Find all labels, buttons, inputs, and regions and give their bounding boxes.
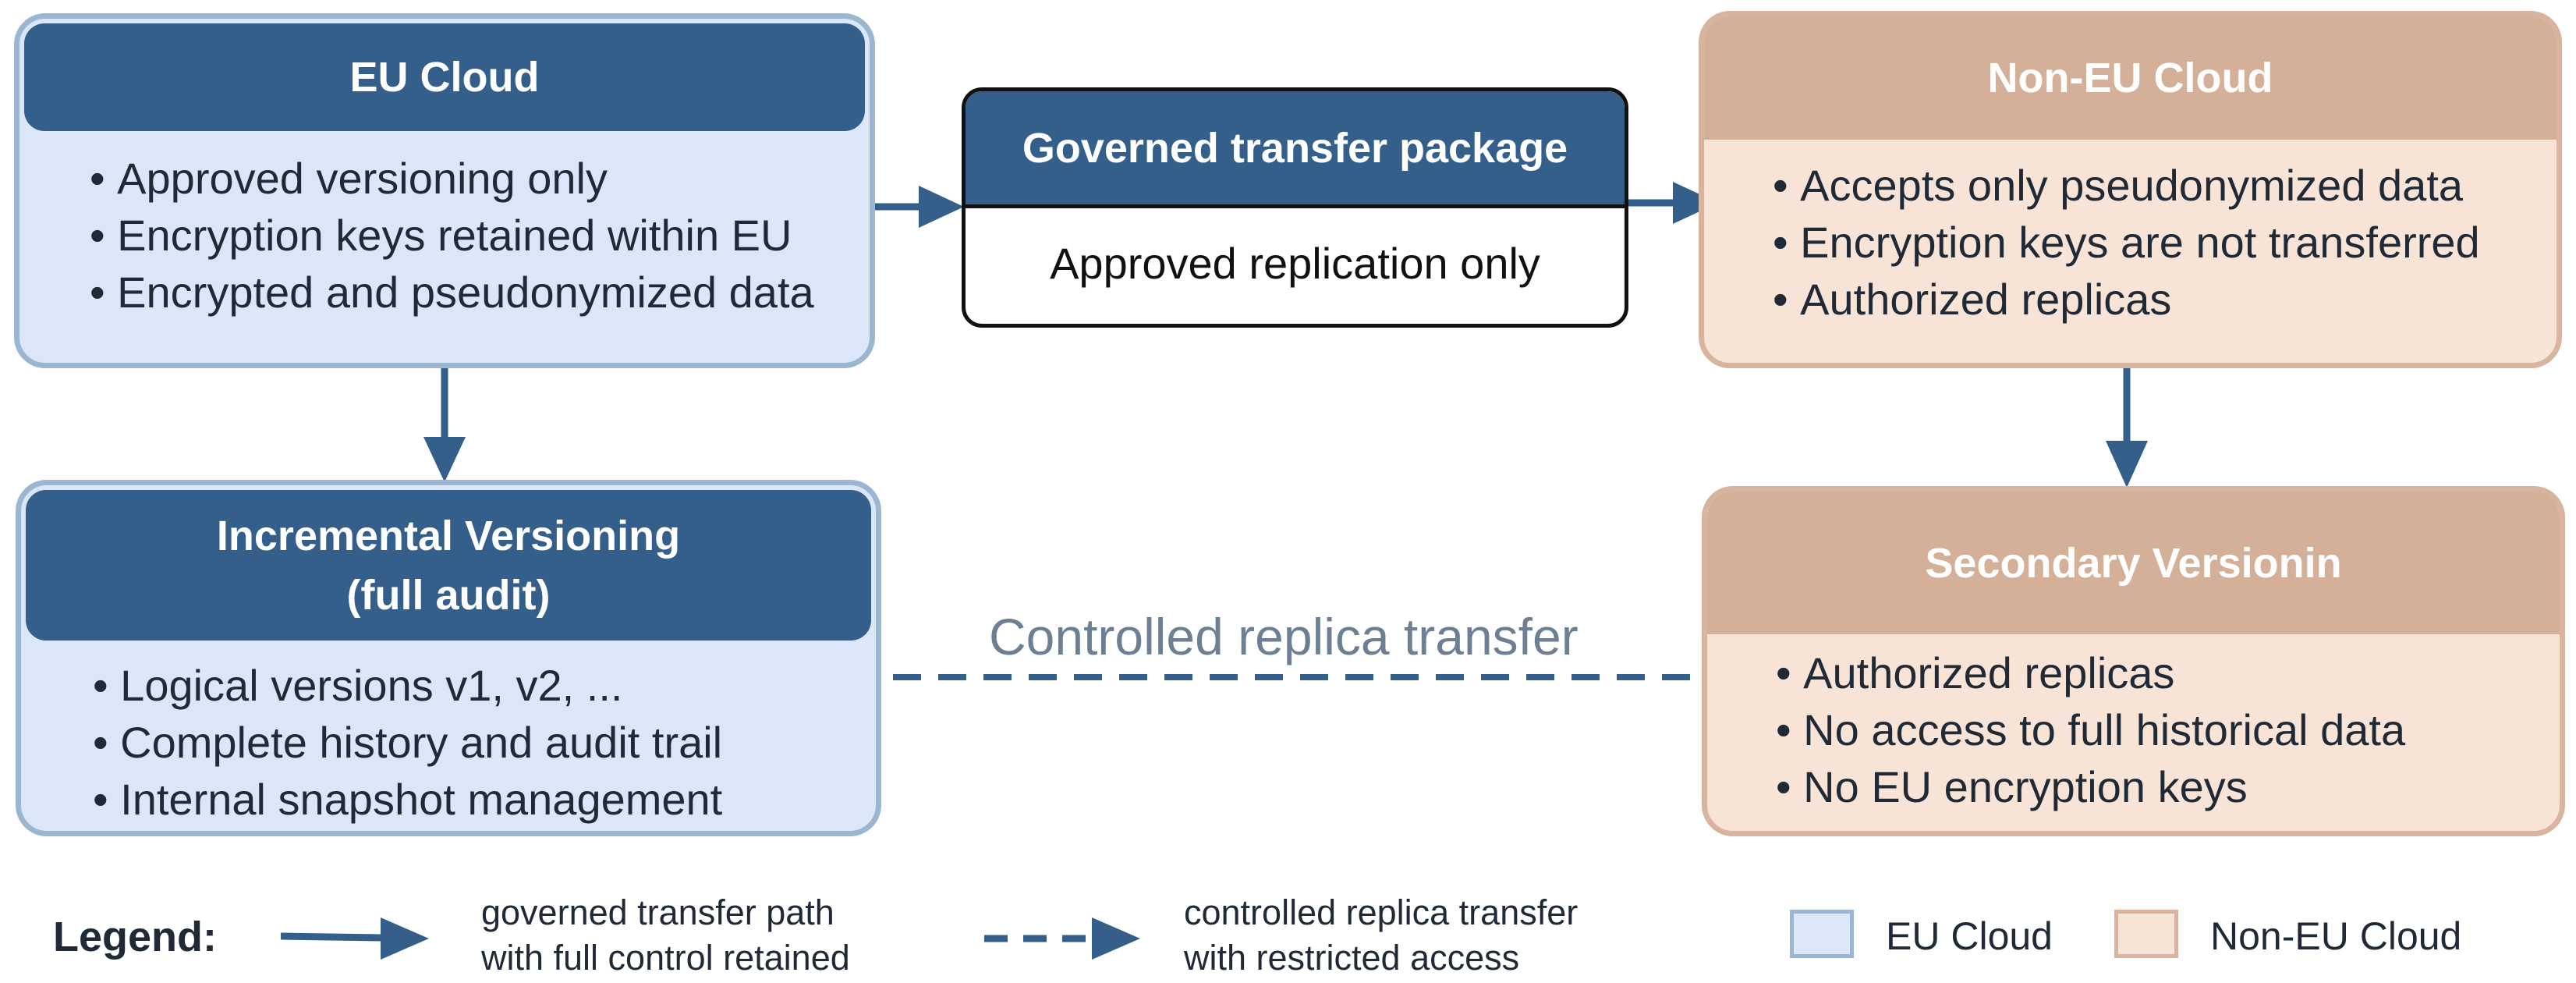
legend-dashed-line1: controlled replica transfer (1184, 893, 1579, 932)
eu-cloud-bullets: Approved versioning only Encryption keys… (90, 150, 814, 321)
list-item: Internal snapshot management (93, 771, 722, 828)
governed-transfer-package-box: Governed transfer package Approved repli… (962, 87, 1628, 328)
legend-dashed-line2: with restricted access (1184, 938, 1520, 978)
legend-noneu-swatch (2114, 910, 2178, 958)
list-item: No EU encryption keys (1776, 758, 2405, 815)
legend-eu-swatch (1790, 910, 1854, 958)
secondary-versioning-box: Secondary Versionin Authorized replicas … (1702, 486, 2565, 836)
list-item: Encryption keys are not transferred (1773, 214, 2480, 271)
list-item: Authorized replicas (1773, 271, 2480, 328)
legend-solid-arrow-line (280, 932, 383, 942)
legend-title: Legend: (53, 914, 217, 960)
list-item: Complete history and audit trail (93, 714, 722, 771)
list-item: Authorized replicas (1776, 644, 2405, 701)
non-eu-cloud-title: Non-EU Cloud (1704, 16, 2557, 140)
non-eu-cloud-bullets: Accepts only pseudonymized data Encrypti… (1773, 157, 2480, 328)
incremental-versioning-title-line1: Incremental Versioning (216, 512, 681, 559)
governed-transfer-package-title: Governed transfer package (966, 91, 1625, 208)
list-item: Accepts only pseudonymized data (1773, 157, 2480, 214)
legend-solid-arrowhead (381, 917, 429, 960)
eu-cloud-box: EU Cloud Approved versioning only Encryp… (14, 13, 875, 368)
eu-cloud-title: EU Cloud (24, 23, 865, 131)
incremental-versioning-bullets: Logical versions v1, v2, ... Complete hi… (93, 657, 722, 828)
arrowhead-noneu-to-secondary (2106, 441, 2148, 488)
non-eu-cloud-box: Non-EU Cloud Accepts only pseudonymized … (1699, 11, 2562, 368)
list-item: Encryption keys retained within EU (90, 207, 814, 264)
legend-solid-line1: governed transfer path (481, 893, 834, 932)
arrowhead-package-to-noneu (1673, 182, 1718, 224)
secondary-versioning-bullets: Authorized replicas No access to full hi… (1776, 644, 2405, 815)
legend-dashed-text: controlled replica transfer with restric… (1184, 890, 1578, 981)
legend-eu-label: EU Cloud (1886, 914, 2053, 958)
arrowhead-eu-to-incremental (423, 437, 466, 482)
legend-noneu-label: Non-EU Cloud (2210, 914, 2462, 958)
secondary-versioning-title: Secondary Versionin (1707, 492, 2560, 634)
incremental-versioning-title-line2: (full audit) (346, 571, 551, 619)
list-item: Approved versioning only (90, 150, 814, 207)
legend-dashed-arrowhead (1092, 917, 1140, 960)
legend-solid-line2: with full control retained (481, 938, 850, 978)
list-item: No access to full historical data (1776, 701, 2405, 758)
replica-transfer-label: Controlled replica transfer (989, 608, 1579, 665)
incremental-versioning-title: Incremental Versioning (full audit) (26, 490, 871, 641)
legend-solid-text: governed transfer path with full control… (481, 890, 850, 981)
list-item: Logical versions v1, v2, ... (93, 657, 722, 714)
governed-transfer-package-body: Approved replication only (1050, 239, 1540, 288)
arrowhead-eu-to-package (919, 186, 964, 228)
incremental-versioning-box: Incremental Versioning (full audit) Logi… (16, 480, 881, 836)
list-item: Encrypted and pseudonymized data (90, 264, 813, 321)
